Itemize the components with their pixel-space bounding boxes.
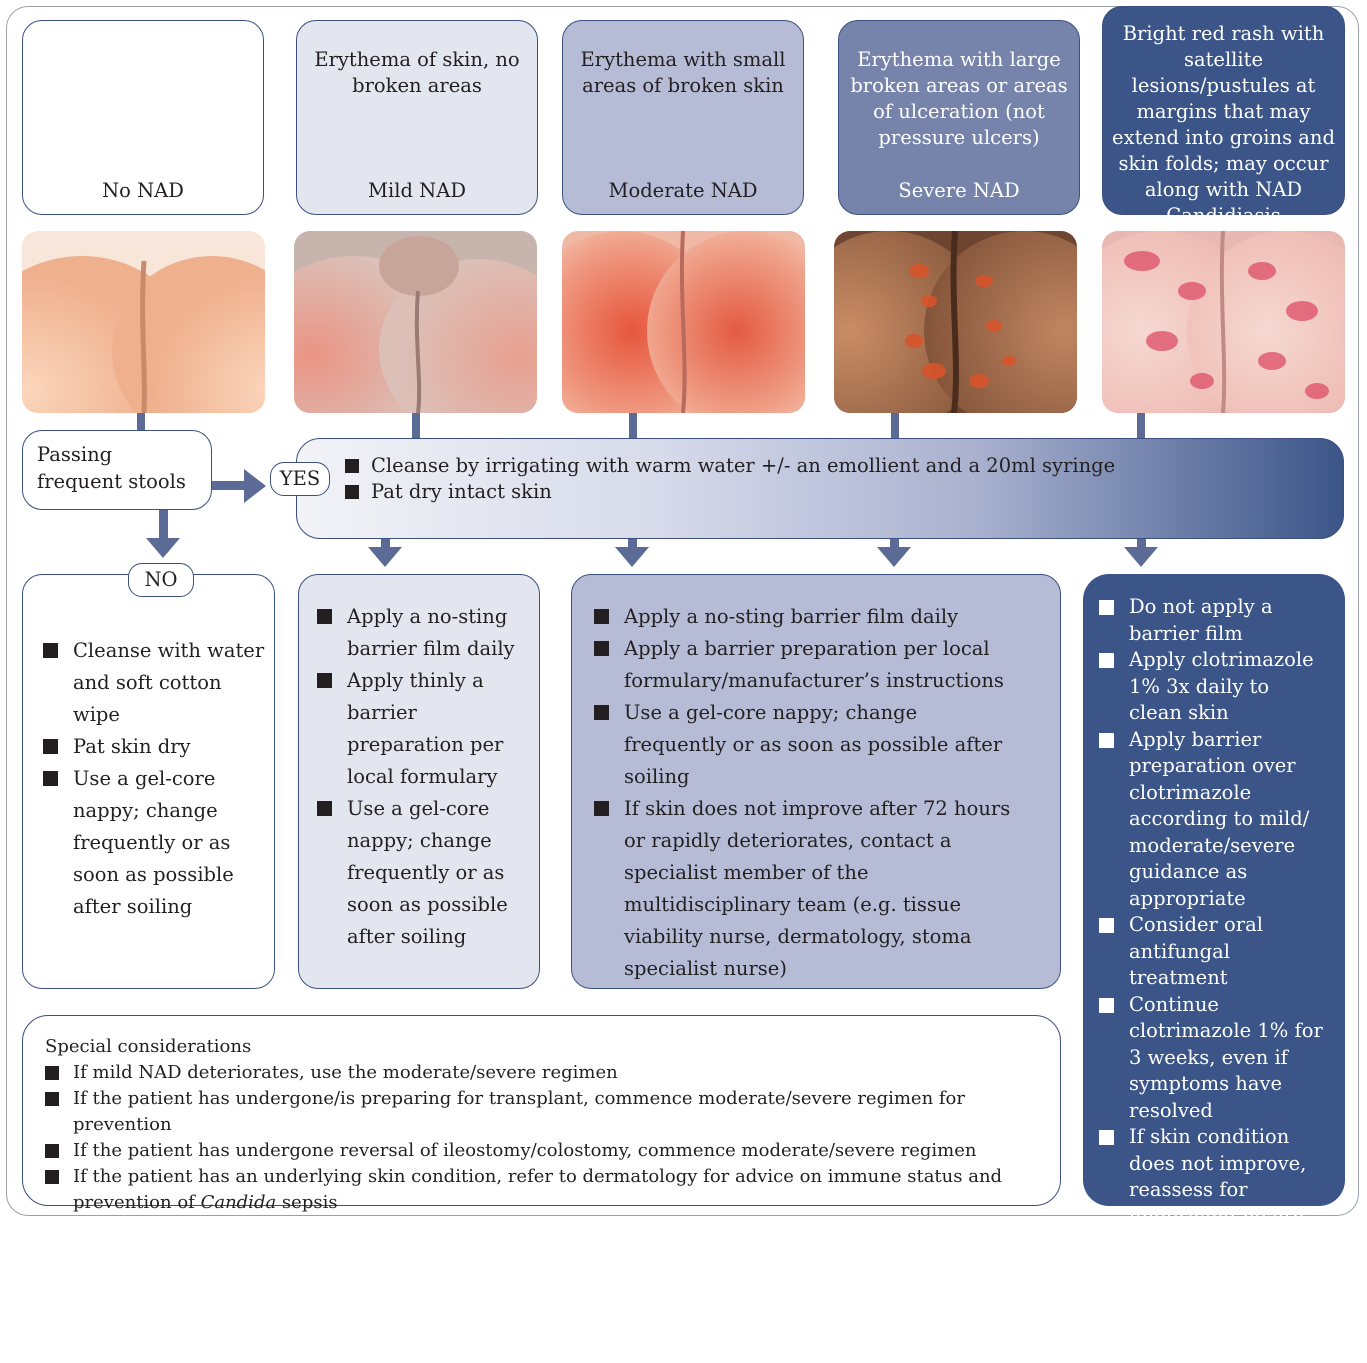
bullet-square-icon [45, 1144, 59, 1158]
bullet-square-icon [345, 459, 359, 473]
bullet-square-icon [1099, 1130, 1114, 1145]
no-arrow-head-icon [146, 538, 180, 558]
connector-no-nad [137, 413, 145, 431]
moderate-action-item: Apply a barrier preparation per local fo… [594, 633, 1014, 697]
mild-action-item: Use a gel-core nappy; change frequently … [317, 793, 527, 953]
mild-actions-box: Apply a no-sting barrier film daily Appl… [298, 574, 540, 989]
yes-arrow-head-icon [244, 469, 266, 503]
decision-question: Passing frequent stools [37, 443, 186, 493]
candidiasis-action-item: Continue clotrimazole 1% for 3 weeks, ev… [1099, 992, 1327, 1125]
bullet-square-icon [317, 673, 332, 688]
bullet-square-icon [45, 1066, 59, 1080]
candidiasis-action-item: Consider oral antifungal treatment [1099, 912, 1327, 992]
yes-arrow-shaft [212, 481, 246, 490]
header-candidiasis: Bright red rash with satellite lesions/p… [1102, 6, 1345, 215]
arrow-head-mild-icon [368, 547, 402, 567]
yes-action-item: Cleanse by irrigating with warm water +/… [345, 453, 1115, 479]
moderate-severe-actions-box: Apply a no-sting barrier film daily Appl… [571, 574, 1061, 989]
bullet-square-icon [43, 771, 58, 786]
yes-label: YES [270, 462, 330, 496]
header-description: Erythema with large broken areas or area… [845, 33, 1073, 151]
decision-question-box: Passing frequent stools [22, 430, 212, 510]
header-mild-nad: Erythema of skin, no broken areas Mild N… [296, 20, 538, 215]
bullet-square-icon [1099, 998, 1114, 1013]
severe-nad-photo [834, 231, 1077, 413]
moderate-nad-photo [562, 231, 805, 413]
special-item: If mild NAD deteriorates, use the modera… [45, 1060, 1055, 1086]
bullet-square-icon [594, 705, 609, 720]
header-description: Erythema of skin, no broken areas [303, 33, 531, 99]
no-nad-action-item: Pat skin dry [43, 731, 269, 763]
candidiasis-photo [1102, 231, 1345, 413]
no-nad-action-item: Use a gel-core nappy; change frequently … [43, 763, 269, 923]
no-label: NO [128, 563, 194, 597]
header-description: Bright red rash with satellite lesions/p… [1109, 21, 1338, 203]
connector-candidiasis [1137, 413, 1145, 439]
header-label: No NAD [102, 178, 184, 204]
mild-nad-photo [294, 231, 537, 413]
bullet-square-icon [594, 801, 609, 816]
special-item: If the patient has an underlying skin co… [45, 1164, 1055, 1216]
bullet-square-icon [1099, 733, 1114, 748]
bullet-square-icon [345, 485, 359, 499]
candida-italic: Candida [201, 1192, 277, 1213]
bullet-square-icon [43, 739, 58, 754]
header-no-nad: No NAD [22, 20, 264, 215]
header-description: Erythema with small areas of broken skin [569, 33, 797, 99]
bullet-square-icon [1099, 918, 1114, 933]
header-label: Severe NAD [898, 178, 1019, 204]
arrow-head-candidiasis-icon [1124, 547, 1158, 567]
bullet-square-icon [43, 643, 58, 658]
header-label: Mild NAD [368, 178, 466, 204]
bullet-square-icon [594, 641, 609, 656]
connector-severe [891, 413, 899, 439]
bullet-square-icon [45, 1170, 59, 1184]
bullet-square-icon [1099, 653, 1114, 668]
yes-action-item: Pat dry intact skin [345, 479, 1115, 505]
moderate-action-item: Apply a no-sting barrier film daily [594, 601, 1014, 633]
no-arrow-shaft [159, 510, 168, 540]
bullet-square-icon [45, 1092, 59, 1106]
candidiasis-action-item: Do not apply a barrier film [1099, 594, 1327, 647]
arrow-head-moderate-icon [615, 547, 649, 567]
connector-mild [412, 413, 420, 439]
moderate-action-item: Use a gel-core nappy; change frequently … [594, 697, 1014, 793]
mild-action-item: Apply thinly a barrier preparation per l… [317, 665, 527, 793]
mild-action-item: Apply a no-sting barrier film daily [317, 601, 527, 665]
yes-actions-banner: Cleanse by irrigating with warm water +/… [296, 438, 1344, 539]
special-considerations-box: Special considerations If mild NAD deter… [22, 1015, 1061, 1206]
special-item: If the patient has undergone reversal of… [45, 1138, 1055, 1164]
bullet-square-icon [317, 801, 332, 816]
candidiasis-action-item: Apply clotrimazole 1% 3x daily to clean … [1099, 647, 1327, 727]
header-label: Moderate NAD [608, 178, 757, 204]
special-item: If the patient has undergone/is preparin… [45, 1086, 1055, 1138]
no-nad-actions-box: Cleanse with water and soft cotton wipe … [22, 574, 275, 989]
header-moderate-nad: Erythema with small areas of broken skin… [562, 20, 804, 215]
no-nad-action-item: Cleanse with water and soft cotton wipe [43, 635, 269, 731]
candidiasis-action-item: If skin condition does not improve, reas… [1099, 1124, 1327, 1363]
arrow-head-severe-icon [877, 547, 911, 567]
connector-moderate [629, 413, 637, 439]
header-severe-nad: Erythema with large broken areas or area… [838, 20, 1080, 215]
special-considerations-title: Special considerations [45, 1034, 1055, 1060]
moderate-action-item: If skin does not improve after 72 hours … [594, 793, 1014, 985]
header-label: Candidiasis [1166, 203, 1280, 229]
no-nad-photo [22, 231, 265, 413]
bullet-square-icon [317, 609, 332, 624]
candidiasis-actions-box: Do not apply a barrier film Apply clotri… [1083, 574, 1345, 1206]
bullet-square-icon [1099, 600, 1114, 615]
bullet-square-icon [594, 609, 609, 624]
candidiasis-action-item: Apply barrier preparation over clotrimaz… [1099, 727, 1327, 913]
